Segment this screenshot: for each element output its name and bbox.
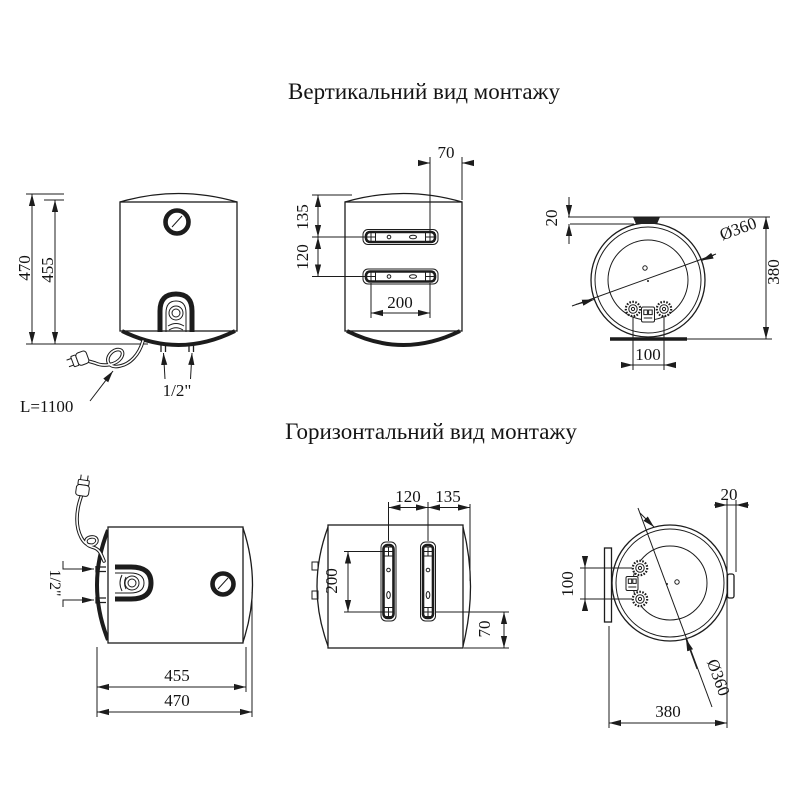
title-vertical-mounting: Вертикальний вид монтажу: [288, 79, 560, 104]
dim-label-diameter: Ø360: [703, 656, 734, 698]
anode-clamp: [625, 576, 639, 591]
cover-vent-lines: [167, 323, 185, 331]
power-cord-inner: [76, 493, 105, 562]
pipe-fitting-bottom: [631, 590, 649, 608]
dim-label-200: 200: [322, 568, 341, 594]
heating-cover-icon: [115, 564, 154, 602]
extension-lines-100: [580, 567, 632, 600]
dim-label-120: 120: [395, 487, 421, 506]
extension-lines-70: [435, 611, 509, 649]
wall-lines: [568, 216, 770, 225]
dim-label-half-inch: 1/2": [163, 381, 192, 400]
dim-label-100: 100: [635, 345, 661, 364]
wall-plate: [603, 547, 613, 623]
pipe-stubs: [160, 345, 195, 352]
boiler-body: [344, 201, 463, 332]
center-mark: [642, 265, 648, 271]
thermometer-needle: [171, 215, 183, 228]
pipe-leader-bottom: [62, 596, 94, 607]
diameter-arrow-bottom: [685, 638, 698, 670]
boiler-left-rim: [95, 529, 110, 641]
mounting-bracket-right: [420, 541, 436, 622]
cover-knob-center: [171, 308, 181, 318]
dim-label-135: 135: [435, 487, 461, 506]
title-horizontal-mounting: Горизонтальний вид монтажу: [285, 419, 577, 444]
heating-cover-inner: [115, 572, 145, 594]
diameter-line: [571, 253, 717, 307]
mounting-bracket-top: [362, 229, 439, 245]
anchor-hook-top: [311, 561, 319, 571]
extension-lines-100: [632, 317, 665, 370]
dim-label-20: 20: [721, 485, 738, 504]
pipe-leader-right: [188, 352, 195, 380]
power-cord-inner: [87, 340, 144, 368]
tank-outline-inner-ring: [615, 528, 725, 638]
view-vertical-bottom: 20 Ø360 380 100: [542, 197, 783, 370]
diameter-arrow-right: [701, 252, 715, 261]
boiler-dome: [344, 192, 463, 203]
anode-clamp: [641, 306, 655, 323]
boiler-dome: [119, 192, 238, 203]
diameter-arrow-left: [575, 299, 595, 306]
dim-label-380: 380: [655, 702, 681, 721]
dim-label-half-inch: 1/2": [46, 570, 63, 597]
view-horizontal-back: 120 135 200 70: [311, 487, 509, 649]
dim-label-455: 455: [164, 666, 190, 685]
dim-label-200: 200: [387, 293, 413, 312]
dim-label-100: 100: [558, 571, 577, 597]
boiler-dome: [242, 527, 254, 643]
pipe-leader-left: [161, 352, 168, 380]
dim-label-135: 135: [293, 204, 312, 230]
mounting-bracket-left: [380, 541, 397, 622]
center-mark: [674, 579, 680, 585]
thermometer-needle: [217, 577, 229, 590]
boiler-bottom-rim: [346, 329, 461, 347]
pipe-fitting-right: [655, 300, 673, 318]
anchor-hook-bottom: [311, 590, 319, 600]
dim-label-455: 455: [38, 257, 57, 283]
tank-inner-cover: [632, 545, 708, 621]
wall-bracket-tab: [726, 573, 735, 599]
pipe-fitting-top: [631, 559, 649, 577]
dim-label-70: 70: [438, 143, 455, 162]
diameter-arrow-top: [639, 512, 655, 528]
boiler-left-arc: [316, 526, 329, 647]
cover-knob: [168, 305, 184, 321]
dim-label-diameter: Ø360: [717, 213, 759, 244]
dim-label-cable-length: L=1100: [20, 397, 73, 416]
tank-outline-inner-ring: [594, 226, 702, 334]
boiler-bottom-rim: [121, 329, 236, 347]
dim-label-120: 120: [293, 244, 312, 270]
view-vertical-back: 70 135 120 200: [293, 143, 474, 347]
diameter-line: [637, 507, 713, 708]
dim-label-70: 70: [475, 621, 494, 638]
extension-lines: [96, 592, 253, 717]
boiler-right-arc: [462, 526, 472, 647]
pipe-fitting-left: [624, 300, 642, 318]
view-vertical-front: 470 455 1/2" L=1100: [15, 192, 238, 416]
pipe-stubs: [95, 566, 106, 604]
dim-label-470: 470: [164, 691, 190, 710]
dim-label-20: 20: [542, 210, 561, 227]
heating-cover-inner: [165, 300, 187, 332]
cover-vent-lines: [119, 574, 127, 592]
wall-bracket-tab: [633, 217, 660, 224]
mounting-bracket-bottom: [362, 268, 439, 285]
center-dot: [647, 280, 649, 282]
heating-cover-icon: [157, 291, 195, 332]
power-plug-icon: [66, 350, 90, 368]
power-plug-icon: [75, 474, 90, 497]
cable-leader: [89, 370, 114, 402]
dim-label-380: 380: [764, 259, 783, 285]
dim-label-470: 470: [15, 255, 34, 281]
cover-knob-center: [127, 578, 137, 588]
view-horizontal-side: 100 20 Ø360 380: [558, 485, 749, 728]
view-horizontal-front: 1/2" 455 470: [46, 474, 254, 717]
extension-lines-20-380: [726, 500, 737, 728]
pipe-leader-top: [62, 561, 94, 573]
